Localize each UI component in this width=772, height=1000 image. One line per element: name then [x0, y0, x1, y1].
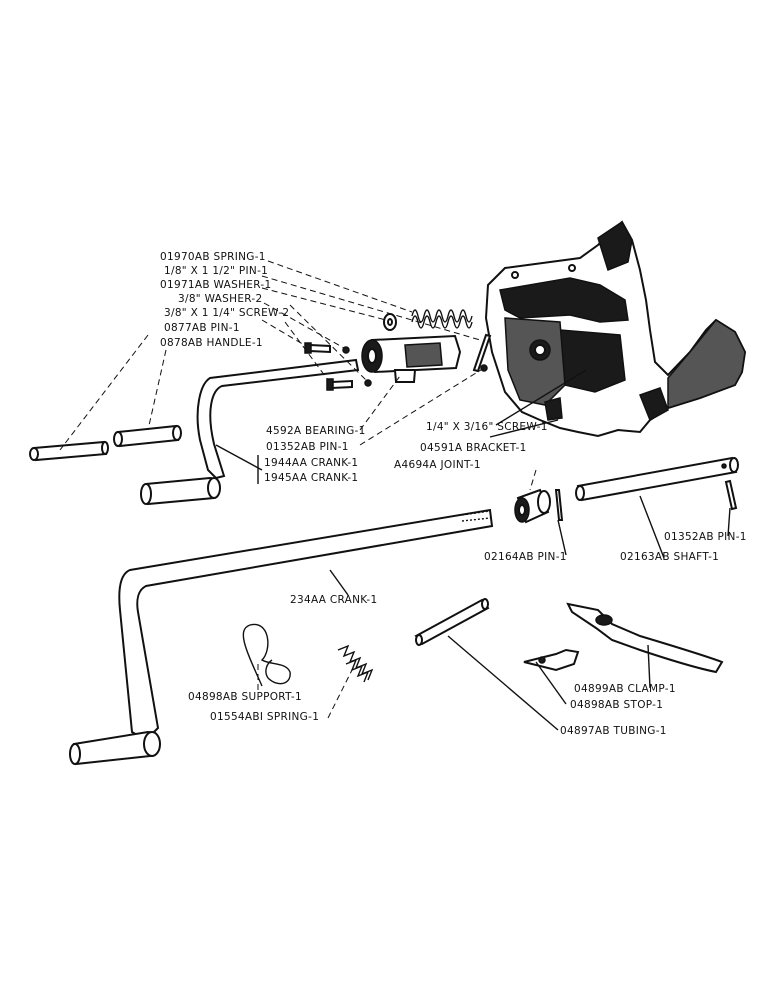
handle-0878ab: [113, 424, 182, 448]
label-clamp-04899ab: 04899AB CLAMP-1: [574, 683, 676, 695]
label-bearing-4592a: 4592A BEARING-1: [266, 425, 366, 437]
label-spring-01970ab: 01970AB SPRING-1: [160, 251, 266, 263]
screw-38x114: [304, 342, 353, 391]
bearing-4592a: [361, 334, 462, 383]
pin-02164ab: [554, 489, 564, 521]
label-washer-01971ab: 01971AB WASHER-1: [160, 279, 271, 291]
pin-0877ab: [29, 440, 109, 462]
label-crank-234aa: 234AA CRANK-1: [290, 594, 377, 606]
label-washer-38: 3/8" WASHER-2: [178, 293, 263, 305]
label-bracket-04591a: 04591A BRACKET-1: [420, 442, 527, 454]
spring-01554abi: [337, 644, 374, 683]
label-tubing-04897ab: 04897AB TUBING-1: [560, 725, 667, 737]
label-joint-a4694a: A4694A JOINT-1: [394, 459, 481, 471]
shaft-02163ab: [575, 456, 739, 502]
stop-04898ab: [523, 648, 580, 672]
label-handle-0878ab: 0878AB HANDLE-1: [160, 337, 263, 349]
label-spring-01554abi: 01554ABI SPRING-1: [210, 711, 319, 723]
label-pin-18x112: 1/8" X 1 1/2" PIN-1: [164, 265, 268, 277]
spring-01970ab: [411, 309, 473, 329]
label-pin-0877ab: 0877AB PIN-1: [164, 322, 240, 334]
support-04898ab: [242, 623, 291, 687]
label-crank-1945aa: 1945AA CRANK-1: [264, 472, 358, 484]
leader-lines: [59, 260, 731, 731]
label-stop-04898ab: 04898AB STOP-1: [570, 699, 663, 711]
label-pin-01352ab-right: 01352AB PIN-1: [664, 531, 747, 543]
clamp-04899ab: [566, 602, 724, 674]
joint-a4694a: [514, 488, 551, 524]
crank-234aa: [69, 508, 494, 766]
pin-18x112: [472, 333, 492, 373]
label-pin-02164ab: 02164AB PIN-1: [484, 551, 567, 563]
label-crank-1944aa: 1944AA CRANK-1: [264, 457, 358, 469]
label-pin-01352ab-top: 01352AB PIN-1: [266, 441, 349, 453]
label-shaft-02163ab: 02163AB SHAFT-1: [620, 551, 719, 563]
label-screw-14x316: 1/4" X 3/16" SCREW-1: [426, 421, 548, 433]
label-screw-38x114: 3/8" X 1 1/4" SCREW-2: [164, 307, 289, 319]
washer-01971ab: [383, 313, 397, 331]
label-support-04898ab: 04898AB SUPPORT-1: [188, 691, 302, 703]
washer-38: [342, 346, 372, 387]
labels: 01970AB SPRING-1 1/8" X 1 1/2" PIN-1 019…: [160, 251, 747, 737]
crank-1944aa: [140, 358, 360, 506]
tubing-04897ab: [414, 598, 490, 646]
bracket-04591a: [484, 220, 747, 438]
pin-01352ab-right: [724, 479, 738, 511]
